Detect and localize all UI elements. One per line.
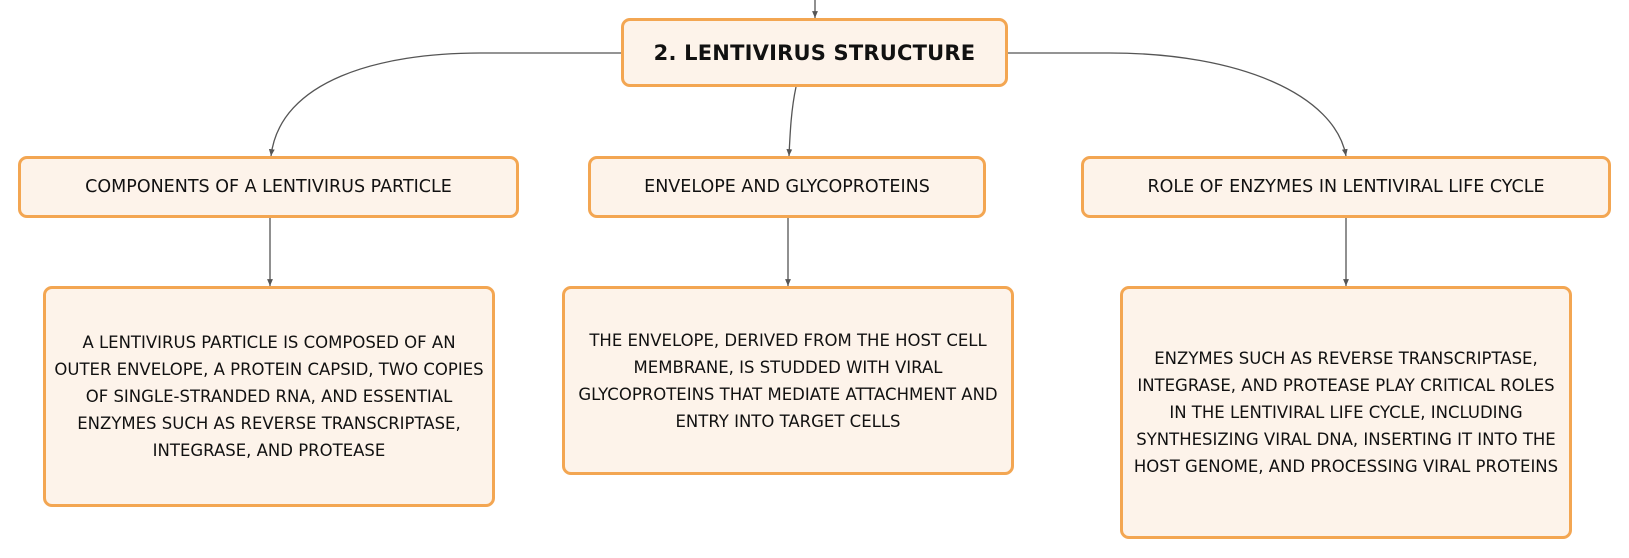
detail-node-envelope[interactable]: THE ENVELOPE, DERIVED FROM THE HOST CELL… xyxy=(562,286,1014,475)
branch-node-envelope[interactable]: ENVELOPE AND GLYCOPROTEINS xyxy=(588,156,986,218)
branch-node-components[interactable]: COMPONENTS OF A LENTIVIRUS PARTICLE xyxy=(18,156,519,218)
root-node-title[interactable]: 2. LENTIVIRUS STRUCTURE xyxy=(621,18,1008,87)
connector-root-to-branch-2 xyxy=(786,86,797,157)
detail-node-enzymes[interactable]: ENZYMES SUCH AS REVERSE TRANSCRIPTASE, I… xyxy=(1120,286,1572,539)
detail-node-components[interactable]: A LENTIVIRUS PARTICLE IS COMPOSED OF AN … xyxy=(43,286,495,507)
connector-root-to-branch-1 xyxy=(268,52,621,157)
connector-root-to-branch-3 xyxy=(1008,52,1348,157)
branch-node-enzymes[interactable]: ROLE OF ENZYMES IN LENTIVIRAL LIFE CYCLE xyxy=(1081,156,1611,218)
